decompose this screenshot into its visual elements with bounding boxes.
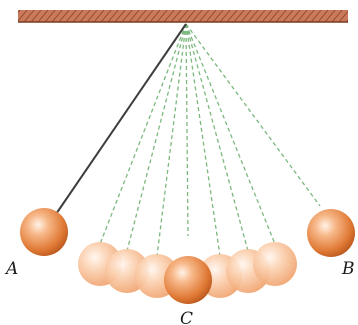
ghost-bob bbox=[253, 242, 297, 286]
ghost-string bbox=[185, 23, 249, 252]
bob-at-b bbox=[307, 209, 355, 257]
ceiling-support bbox=[18, 10, 348, 22]
ghost-string bbox=[99, 23, 187, 245]
ghost-string bbox=[185, 23, 321, 207]
label-a: A bbox=[4, 259, 18, 279]
ghost-string bbox=[126, 23, 187, 252]
label-b: B bbox=[341, 259, 355, 279]
ghost-string bbox=[156, 23, 187, 257]
ghost-string bbox=[185, 23, 189, 237]
pendulum-string bbox=[53, 23, 187, 218]
bob-at-a bbox=[20, 208, 68, 256]
bob-at-c bbox=[164, 256, 212, 304]
ghost-string bbox=[185, 23, 276, 245]
ghost-strings bbox=[99, 23, 321, 257]
ghost-string bbox=[185, 23, 221, 257]
label-c: C bbox=[180, 309, 193, 325]
